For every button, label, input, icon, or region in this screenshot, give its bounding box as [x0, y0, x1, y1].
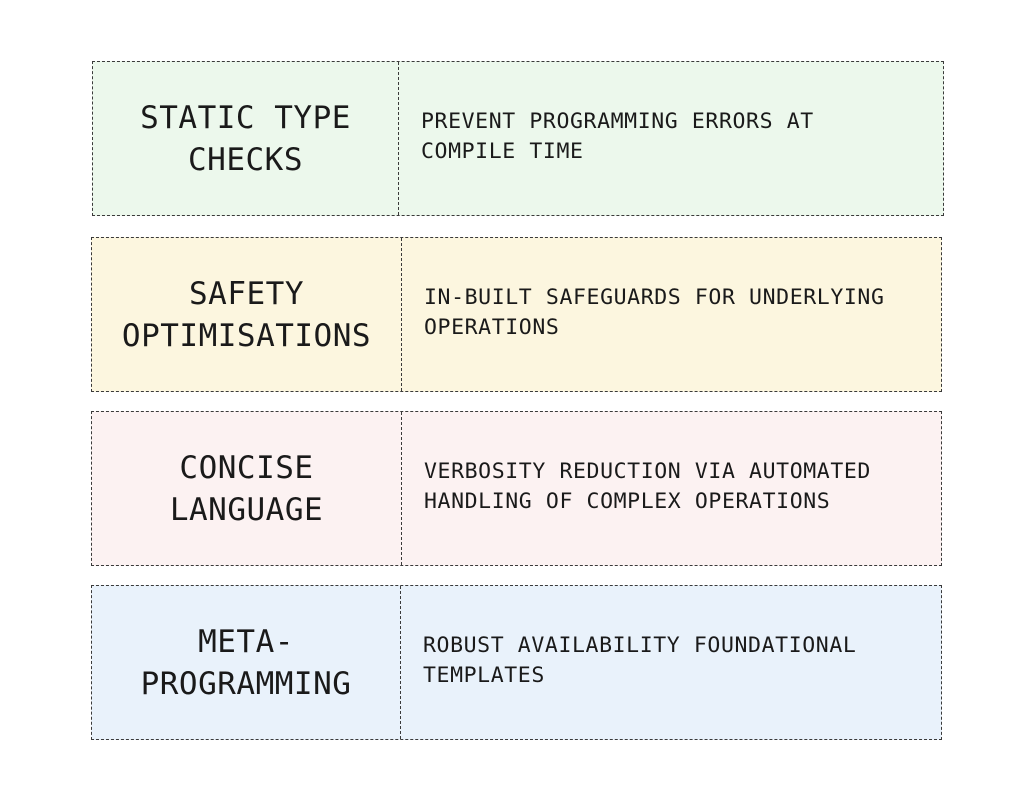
row-description: ROBUST AVAILABILITY FOUNDATIONAL TEMPLAT… [401, 586, 941, 739]
row-title-text: META- PROGRAMMING [140, 623, 352, 702]
row-concise-language: CONCISE LANGUAGE VERBOSITY REDUCTION VIA… [91, 411, 942, 566]
row-description: PREVENT PROGRAMMING ERRORS AT COMPILE TI… [399, 62, 943, 215]
row-static-type-checks: STATIC TYPE CHECKS PREVENT PROGRAMMING E… [92, 61, 944, 216]
row-description-text: IN-BUILT SAFEGUARDS FOR UNDERLYING OPERA… [424, 284, 885, 340]
row-description-text: VERBOSITY REDUCTION VIA AUTOMATED HANDLI… [424, 458, 871, 514]
row-safety-optimisations: SAFETY OPTIMISATIONS IN-BUILT SAFEGUARDS… [91, 237, 942, 392]
row-title: CONCISE LANGUAGE [92, 412, 402, 565]
row-title-text: CONCISE LANGUAGE [169, 449, 324, 528]
row-description: VERBOSITY REDUCTION VIA AUTOMATED HANDLI… [402, 412, 941, 565]
row-description-text: PREVENT PROGRAMMING ERRORS AT COMPILE TI… [421, 108, 814, 164]
row-title-text: STATIC TYPE CHECKS [140, 99, 351, 178]
row-meta-programming: META- PROGRAMMING ROBUST AVAILABILITY FO… [91, 585, 942, 740]
row-description-text: ROBUST AVAILABILITY FOUNDATIONAL TEMPLAT… [423, 632, 857, 688]
row-title-text: SAFETY OPTIMISATIONS [121, 275, 372, 354]
row-title: SAFETY OPTIMISATIONS [92, 238, 402, 391]
row-description: IN-BUILT SAFEGUARDS FOR UNDERLYING OPERA… [402, 238, 941, 391]
row-title: STATIC TYPE CHECKS [93, 62, 399, 215]
row-title: META- PROGRAMMING [92, 586, 401, 739]
